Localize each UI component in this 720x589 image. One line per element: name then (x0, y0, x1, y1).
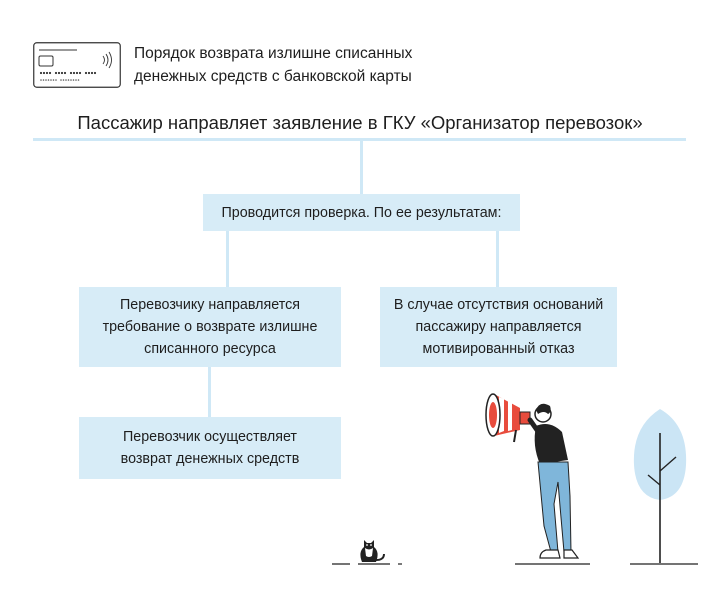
box-refusal-line-1: В случае отсутствия оснований (393, 297, 604, 313)
connector-check-to-left (226, 231, 229, 287)
box-check: Проводится проверка. По ее результатам: (203, 194, 520, 231)
tree-icon (633, 409, 687, 563)
box-refusal-line-2: пассажиру направляется (415, 319, 582, 335)
box-refusal-line-3: мотивированный отказ (422, 341, 575, 357)
title-underline (33, 138, 686, 141)
box-carrier-request: Перевозчику направляется требование о во… (79, 287, 341, 367)
box-refund-line-1: Перевозчик осуществляет (123, 429, 297, 445)
connector-title-to-check (360, 141, 363, 194)
box-carrier-request-line-1: Перевозчику направляется (119, 297, 300, 313)
person-with-megaphone-icon (485, 393, 580, 559)
connector-left-to-refund (208, 367, 211, 417)
header-title: Порядок возврата излишне списанных денеж… (134, 42, 412, 88)
box-refusal: В случае отсутствия оснований пассажиру … (380, 287, 617, 367)
main-title: Пассажир направляет заявление в ГКУ «Орг… (77, 112, 643, 133)
ground-line (332, 563, 698, 565)
box-check-text: Проводится проверка. По ее результатам: (221, 204, 502, 221)
header-title-line-1: Порядок возврата излишне списанных (134, 45, 413, 62)
connector-check-to-right (496, 231, 499, 287)
box-carrier-request-line-3: списанного ресурса (144, 341, 276, 357)
bank-card-icon (33, 42, 121, 88)
box-carrier-request-line-2: требование о возврате излишне (102, 319, 318, 335)
cat-icon (360, 540, 385, 562)
box-refund-line-2: возврат денежных средств (120, 451, 300, 467)
box-refund: Перевозчик осуществляет возврат денежных… (79, 417, 341, 479)
header-title-line-2: денежных средств с банковской карты (134, 68, 412, 85)
